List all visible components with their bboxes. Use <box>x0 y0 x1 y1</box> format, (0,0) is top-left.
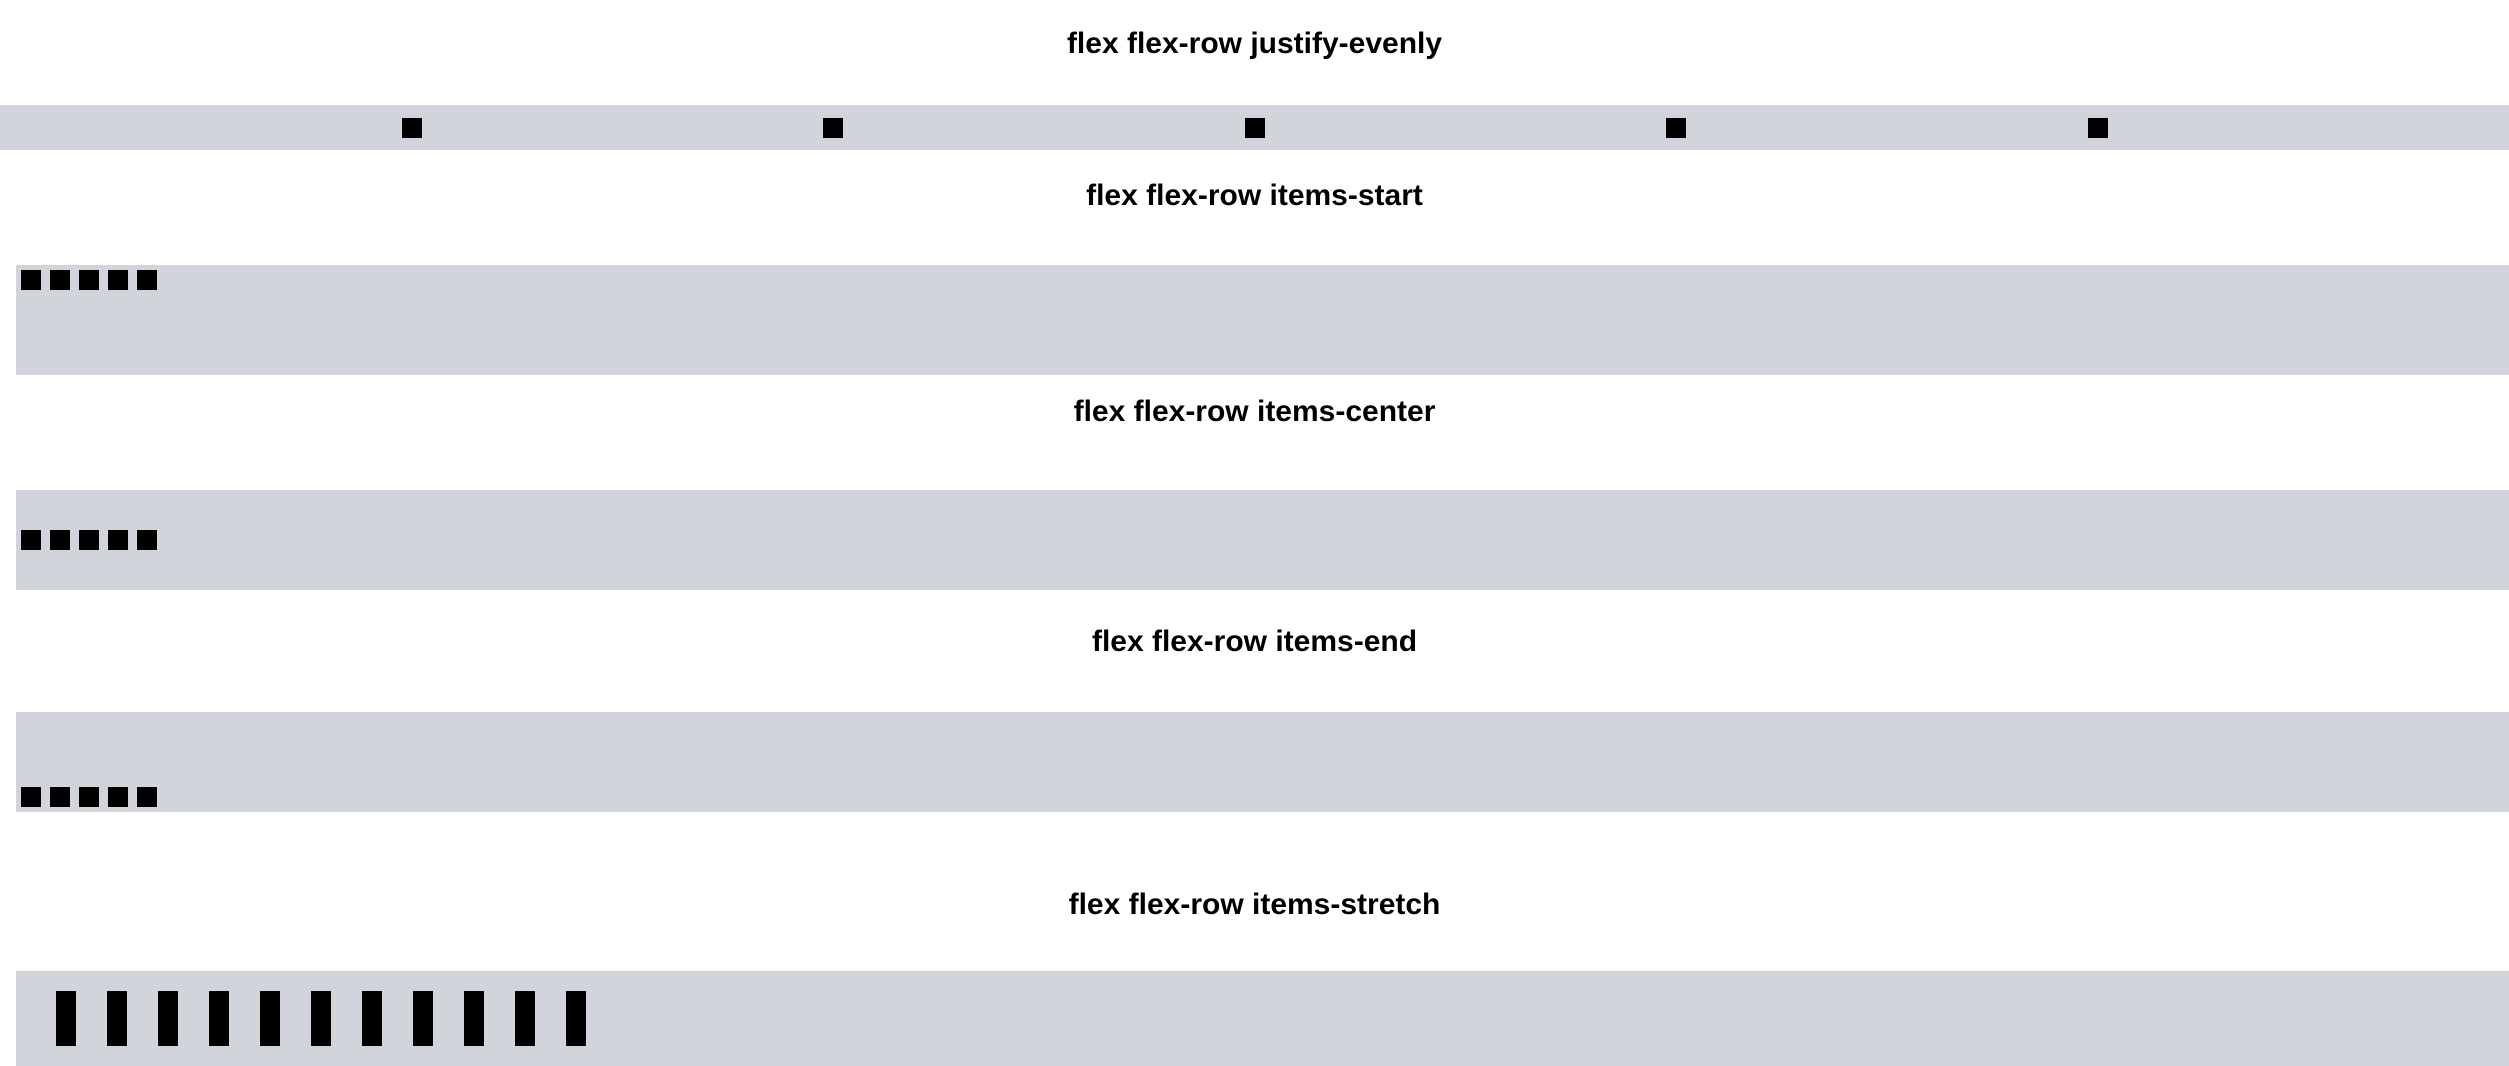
flex-container-items-center <box>16 490 2509 590</box>
flex-item <box>823 117 843 138</box>
flex-container-justify-evenly <box>0 105 2509 150</box>
flex-item <box>137 270 157 290</box>
flex-container-items-stretch <box>16 971 2509 1066</box>
flex-item <box>79 270 99 290</box>
section-heading-items-end: flex flex-row items-end <box>1091 625 1418 658</box>
flex-item <box>515 991 535 1046</box>
flex-item <box>1666 117 1686 138</box>
flex-item <box>401 117 422 138</box>
section-heading-justify-evenly: flex flex-row justify-evenly <box>1066 27 1443 60</box>
flex-item <box>108 530 128 550</box>
flex-item <box>311 991 331 1046</box>
flex-item <box>209 991 229 1046</box>
flex-item <box>50 787 70 807</box>
section-heading-items-start: flex flex-row items-start <box>1086 179 1423 212</box>
flex-item <box>108 270 128 290</box>
flex-item <box>56 991 76 1046</box>
flex-item <box>21 270 41 290</box>
flex-item <box>413 991 433 1046</box>
flex-item <box>137 530 157 550</box>
flex-item <box>108 787 128 807</box>
flex-item <box>50 270 70 290</box>
flex-item <box>137 787 157 807</box>
flex-item <box>464 991 484 1046</box>
flex-item <box>79 787 99 807</box>
flex-item <box>158 991 178 1046</box>
flex-item <box>566 991 586 1046</box>
flex-item <box>107 991 127 1046</box>
flex-item <box>50 530 70 550</box>
flex-container-items-start <box>16 265 2509 375</box>
section-heading-items-center: flex flex-row items-center <box>1073 395 1436 428</box>
flex-item <box>260 991 280 1046</box>
section-heading-items-stretch: flex flex-row items-stretch <box>1068 888 1441 921</box>
flex-item <box>21 787 41 807</box>
flex-item <box>1244 117 1265 138</box>
flex-item <box>79 530 99 550</box>
flex-item <box>362 991 382 1046</box>
flex-item <box>2087 117 2108 138</box>
flex-item <box>21 530 41 550</box>
flex-container-items-end <box>16 712 2509 812</box>
